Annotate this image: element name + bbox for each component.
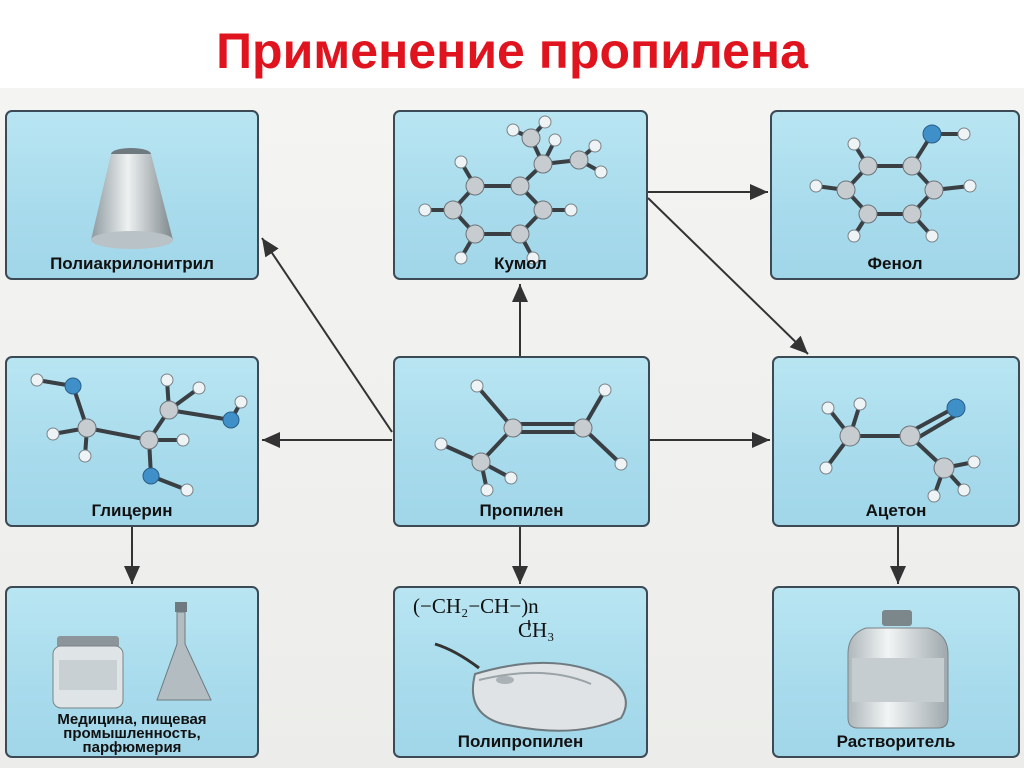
node-label: Полипропилен: [457, 732, 584, 751]
propylene-molecule-icon: [434, 379, 628, 497]
node-glycerin: Глицерин: [5, 356, 259, 527]
node-label: Пропилен: [479, 501, 564, 520]
polypropylene-formula-substituent: CH₃: [518, 618, 555, 642]
flask-icon: [156, 602, 212, 701]
node-phenol: Фенол: [770, 110, 1020, 280]
page-title: Применение пропилена: [216, 23, 808, 79]
solvent-bottle-icon: [847, 610, 949, 729]
node-polyacrylonitrile: Полиакрилонитрил: [5, 110, 259, 280]
node-medicine: Медицина, пищевая промышленность, парфюм…: [5, 586, 259, 758]
arrow-cumene-to-acetone: [647, 197, 809, 355]
arrow-propylene-to-polyacrylonitrile: [261, 237, 393, 433]
node-label: Фенол: [867, 254, 923, 273]
node-propylene: Пропилен: [393, 356, 650, 527]
node-label-line-3: парфюмерия: [82, 739, 182, 756]
node-label: Полиакрилонитрил: [50, 254, 214, 273]
polypropylene-formula: (−CH₂−CH−)n: [413, 594, 539, 618]
cumene-molecule-icon: [418, 115, 608, 265]
node-cumene: Кумол: [393, 110, 648, 280]
node-acetone: Ацетон: [772, 356, 1020, 527]
node-label: Ацетон: [865, 501, 927, 520]
yarn-spool-icon: [91, 148, 173, 249]
node-label: Растворитель: [836, 732, 956, 751]
node-solvent: Растворитель: [772, 586, 1020, 758]
node-label-line-2: промышленность,: [63, 725, 201, 742]
node-polypropylene: (−CH₂−CH−)n CH₃ Полипропилен: [393, 586, 648, 758]
node-label: Глицерин: [91, 501, 173, 520]
glycerin-molecule-icon: [30, 373, 248, 497]
acetone-molecule-icon: [819, 397, 981, 503]
jar-icon: [52, 636, 124, 709]
node-label-line-1: Медицина, пищевая: [57, 711, 207, 728]
computer-mouse-icon: [434, 620, 627, 732]
phenol-molecule-icon: [809, 124, 977, 243]
node-label: Кумол: [494, 254, 547, 273]
